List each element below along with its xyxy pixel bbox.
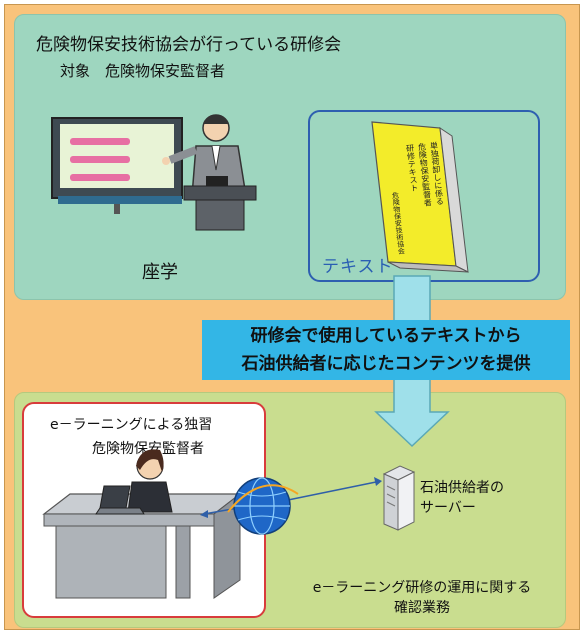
content-banner: 研修会で使用しているテキストから 石油供給者に応じたコンテンツを提供 <box>202 320 570 380</box>
training-title: 危険物保安技術協会が行っている研修会 <box>36 35 342 55</box>
elearning-subject: 危険物保安監督者 <box>92 441 204 457</box>
training-subject: 対象 危険物保安監督者 <box>60 62 226 80</box>
lecture-label: 座学 <box>142 262 178 283</box>
operations-label-line-2: 確認業務 <box>394 600 450 616</box>
operations-label: e－ラーニング研修の運用に関する 確認業務 <box>272 578 572 618</box>
server-label: 石油供給者の サーバー <box>420 478 504 518</box>
text-label: テキスト <box>322 257 394 277</box>
server-label-line-2: サーバー <box>420 500 476 516</box>
banner-line-1: 研修会で使用しているテキストから <box>250 326 522 346</box>
elearning-title: e－ラーニングによる独習 <box>50 417 213 433</box>
server-label-line-1: 石油供給者の <box>420 480 504 496</box>
banner-line-2: 石油供給者に応じたコンテンツを提供 <box>241 354 531 374</box>
operations-label-line-1: e－ラーニング研修の運用に関する <box>312 580 532 596</box>
